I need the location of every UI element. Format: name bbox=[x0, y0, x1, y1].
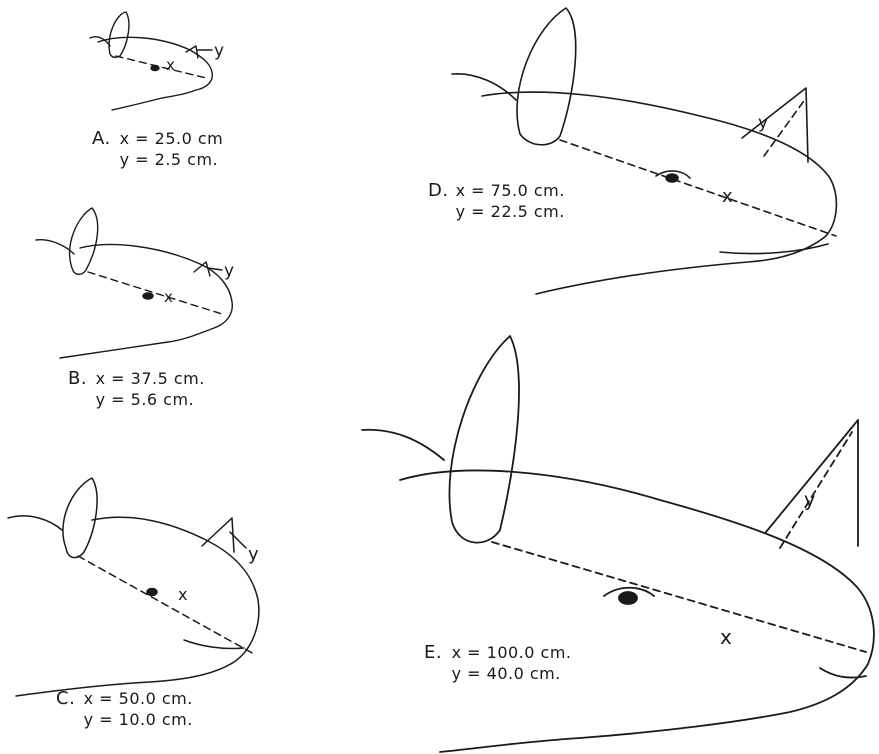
caption-a: A. x = 25.0 cm y = 2.5 cm. bbox=[92, 128, 223, 170]
x-dimension-c bbox=[78, 556, 254, 654]
eye-c bbox=[147, 589, 157, 596]
ear-c bbox=[63, 478, 97, 558]
x-dimension-b bbox=[88, 272, 222, 314]
eye-b bbox=[143, 293, 153, 299]
y-label-d: y bbox=[758, 113, 768, 133]
x-label-b: x bbox=[164, 288, 173, 306]
caption-x-c: x = 50.0 cm. bbox=[84, 689, 193, 708]
caption-letter-b: B. bbox=[68, 368, 90, 389]
ear-b bbox=[70, 208, 98, 274]
caption-x-b: x = 37.5 cm. bbox=[96, 369, 205, 388]
neck-e bbox=[362, 430, 444, 460]
ear-a bbox=[109, 12, 129, 57]
x-dimension-e bbox=[492, 542, 866, 652]
neck-b bbox=[36, 240, 74, 254]
caption-y-c: y = 10.0 cm. bbox=[84, 710, 193, 729]
caption-e: E. x = 100.0 cm. y = 40.0 cm. bbox=[424, 642, 572, 684]
y-pointer-d bbox=[764, 98, 806, 156]
y-label-e: y bbox=[804, 489, 815, 511]
ear-d bbox=[517, 8, 576, 145]
ear-e bbox=[449, 336, 519, 543]
x-dimension-a bbox=[116, 56, 206, 78]
caption-b: B. x = 37.5 cm. y = 5.6 cm. bbox=[68, 368, 205, 410]
y-label-c: y bbox=[248, 544, 259, 565]
caption-x-d: x = 75.0 cm. bbox=[456, 181, 565, 200]
caption-d: D. x = 75.0 cm. y = 22.5 cm. bbox=[428, 180, 565, 222]
head-outline-c bbox=[16, 517, 259, 696]
head-outline-a bbox=[98, 37, 212, 110]
caption-y-b: y = 5.6 cm. bbox=[96, 390, 195, 409]
x-label-e: x bbox=[720, 625, 732, 649]
horn-e bbox=[766, 420, 858, 546]
caption-x-a: x = 25.0 cm bbox=[120, 129, 224, 148]
rhino-head-e: x y bbox=[362, 336, 874, 752]
rhino-head-a: x y bbox=[90, 12, 224, 110]
y-label-b: y bbox=[224, 261, 234, 281]
eye-e bbox=[619, 592, 637, 604]
y-label-a: y bbox=[214, 41, 224, 61]
rhino-head-d: x y bbox=[452, 8, 836, 294]
y-pointer-e bbox=[780, 432, 852, 548]
caption-y-d: y = 22.5 cm. bbox=[456, 202, 565, 221]
caption-c: C. x = 50.0 cm. y = 10.0 cm. bbox=[56, 688, 193, 730]
rhino-head-c: x y bbox=[8, 478, 259, 696]
caption-x-e: x = 100.0 cm. bbox=[452, 643, 572, 662]
y-pointer-c bbox=[230, 532, 246, 548]
caption-letter-a: A. bbox=[92, 128, 114, 149]
neck-c bbox=[8, 516, 62, 530]
x-label-c: x bbox=[178, 585, 187, 604]
x-dimension-d bbox=[560, 140, 836, 236]
x-label-d: x bbox=[722, 186, 733, 207]
caption-letter-c: C. bbox=[56, 688, 78, 709]
caption-letter-e: E. bbox=[424, 642, 446, 663]
caption-y-e: y = 40.0 cm. bbox=[452, 664, 561, 683]
caption-letter-d: D. bbox=[428, 180, 450, 201]
caption-y-a: y = 2.5 cm. bbox=[120, 150, 219, 169]
rhino-head-b: x y bbox=[36, 208, 234, 358]
horn-b bbox=[194, 262, 210, 276]
x-label-a: x bbox=[166, 56, 175, 74]
